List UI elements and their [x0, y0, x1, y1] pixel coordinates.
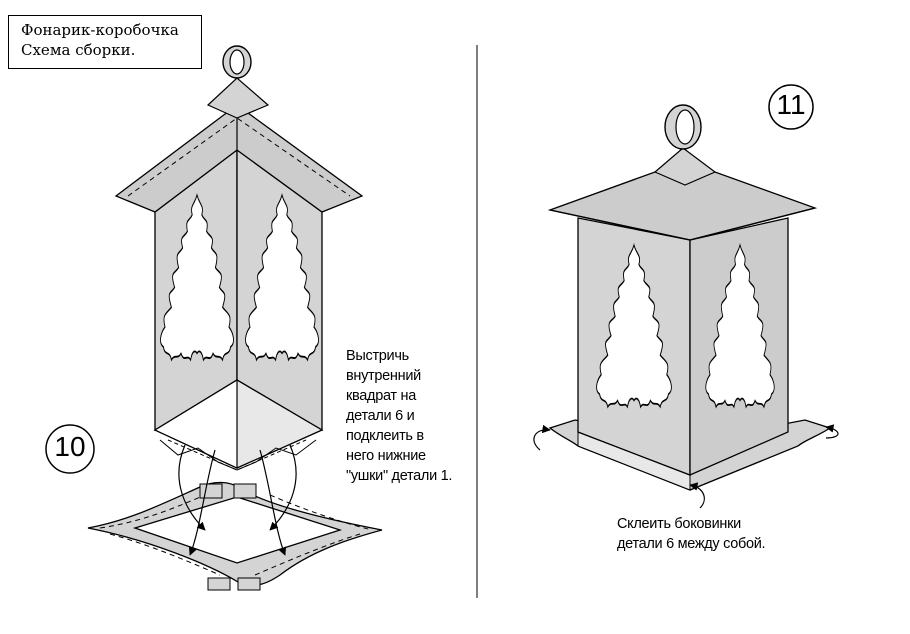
step-number-circle-11: [768, 84, 814, 130]
note-line: Выстричь: [346, 348, 409, 364]
base-frame-part: [87, 481, 383, 591]
step-10-instruction: Выстричь внутренний квадрат на детали 6 …: [346, 346, 452, 486]
note-line: детали 6 и: [346, 408, 415, 424]
step-number-10: 10: [54, 431, 86, 462]
step-number-11: 11: [776, 89, 806, 120]
note-line: внутренний: [346, 368, 421, 384]
title-box: Фонарик-коробочка Схема сборки.: [8, 15, 202, 69]
title-line-2: Схема сборки.: [21, 41, 136, 59]
lantern-step-11: [533, 104, 839, 509]
step-number-circle-10: [45, 424, 95, 474]
note-line: квадрат на: [346, 388, 416, 404]
note-line: подклеить в: [346, 428, 424, 444]
note-line: него нижние: [346, 448, 426, 464]
note-line: Склеить боковинки: [617, 516, 741, 532]
step-11-instruction: Склеить боковинки детали 6 между собой.: [617, 514, 766, 554]
title-line-1: Фонарик-коробочка: [21, 21, 179, 39]
lantern-step-10: [87, 45, 383, 591]
note-line: детали 6 между собой.: [617, 536, 766, 552]
note-line: "ушки" детали 1.: [346, 468, 453, 484]
